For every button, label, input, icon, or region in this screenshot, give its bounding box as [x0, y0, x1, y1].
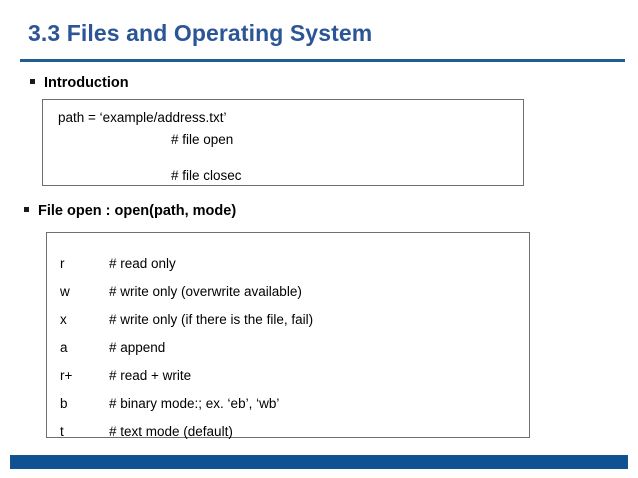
mode-description: # binary mode:; ex. ‘eb’, ‘wb’: [109, 396, 280, 411]
mode-key: a: [60, 340, 68, 355]
bullet-file-open: File open : open(path, mode): [24, 203, 236, 219]
code-line-path-assignment: path = ‘example/address.txt’: [58, 110, 227, 125]
mode-key: x: [60, 312, 67, 327]
bullet-introduction-label: Introduction: [44, 75, 129, 91]
bullet-introduction: Introduction: [30, 75, 129, 91]
mode-key: w: [60, 284, 70, 299]
page-title: 3.3 Files and Operating System: [28, 20, 373, 46]
mode-description: # append: [109, 340, 166, 355]
mode-description: # write only (if there is the file, fail…: [109, 312, 314, 327]
mode-key: r+: [60, 368, 73, 383]
mode-description: # read + write: [109, 368, 192, 383]
mode-key: r: [60, 256, 65, 271]
code-line-file-open-comment: # file open: [171, 132, 234, 147]
mode-key: b: [60, 396, 68, 411]
code-block-file-modes: r # read only w # write only (overwrite …: [46, 232, 530, 439]
mode-key: t: [60, 424, 64, 439]
title-divider: [20, 59, 625, 62]
square-bullet-icon: [24, 207, 29, 212]
bullet-file-open-label: File open : open(path, mode): [38, 203, 237, 219]
mode-description: # read only: [109, 256, 176, 271]
mode-description: # text mode (default): [109, 424, 233, 439]
code-line-file-close-comment: # file closec: [171, 168, 242, 183]
code-block-introduction: path = ‘example/address.txt’ # file open…: [42, 99, 524, 186]
square-bullet-icon: [30, 79, 35, 84]
footer-bar: [10, 455, 628, 469]
mode-description: # write only (overwrite available): [109, 284, 302, 299]
